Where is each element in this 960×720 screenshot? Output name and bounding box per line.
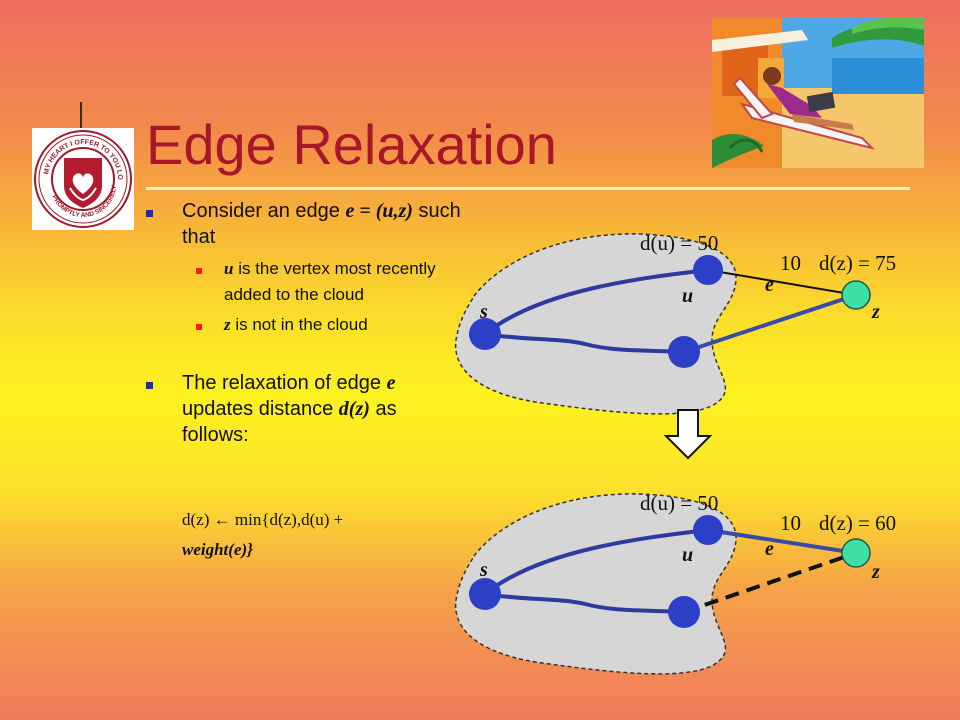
e-label-bottom: e [765,538,774,560]
node-z-top [841,280,871,310]
formula-line-2: weight(e)} [182,540,254,559]
cloud-top [454,233,737,415]
diagram-top: d(u) = 50 10 d(z) = 75 u e s z [454,231,896,415]
bullet-relaxation: The relaxation of edge e updates distanc… [146,370,466,448]
sub-bullet-z: z is not in the cloud [194,312,466,338]
diagram-bottom: d(u) = 50 10 d(z) = 60 u e s z [454,491,896,675]
s-label-top: s [479,301,488,323]
node-u-top [693,255,723,285]
node-3-top [668,336,700,368]
edge-e-bottom [707,528,857,555]
down-arrow-icon [663,409,713,460]
dz-label-top: d(z) = 75 [819,251,896,275]
path-s-to-u-bottom [483,528,709,596]
node-s-bottom [469,578,501,610]
edge-node3-z-bottom-dashed [683,551,857,614]
s-label-bottom: s [479,559,488,581]
school-logo: MY HEART I OFFER TO YOU LORD PROMPTLY AN… [29,123,134,230]
edge-e-top [707,269,857,296]
node-u-bottom [693,515,723,545]
node-3-bottom [668,596,700,628]
edge-node3-z-top [683,293,857,354]
z-label-top: z [871,301,880,323]
weight-label-bottom: 10 [780,511,801,535]
z-label-bottom: z [871,561,880,583]
u-label-bottom: u [682,544,693,566]
weight-label-top: 10 [780,251,801,275]
bullet-square-icon [146,382,153,389]
math-edge-def: e = (u,z) [345,200,413,222]
relaxation-formula: d(z) ← min{d(z),d(u) + weight(e)} [182,505,472,565]
path-s-to-u [483,268,709,336]
sub-bullet-square-icon [196,324,202,330]
u-label-top: u [682,285,693,307]
du-label-top: d(u) = 50 [640,231,718,255]
path-s-to-node3 [484,332,685,354]
bullet-list: Consider an edge e = (u,z) such that u i… [146,198,466,448]
path-s-to-node3-bottom [484,592,685,614]
beach-laptop-clipart [712,17,924,168]
title-underline [146,187,910,190]
node-s-top [469,318,501,350]
sub-bullet-square-icon [196,268,202,274]
du-label-bottom: d(u) = 50 [640,491,718,515]
sub-bullet-u: u is the vertex most recently added to t… [194,256,466,308]
node-z-bottom [841,538,871,568]
slide-title: Edge Relaxation [146,113,557,176]
bullet-consider-edge: Consider an edge e = (u,z) such that [146,198,466,250]
formula-line-1: d(z) ← min{d(z),d(u) + [182,510,344,529]
title-accent-line [80,102,82,140]
bullet-square-icon [146,210,153,217]
cloud-bottom [454,493,737,675]
e-label-top: e [765,274,774,296]
dz-label-bottom: d(z) = 60 [819,511,896,535]
